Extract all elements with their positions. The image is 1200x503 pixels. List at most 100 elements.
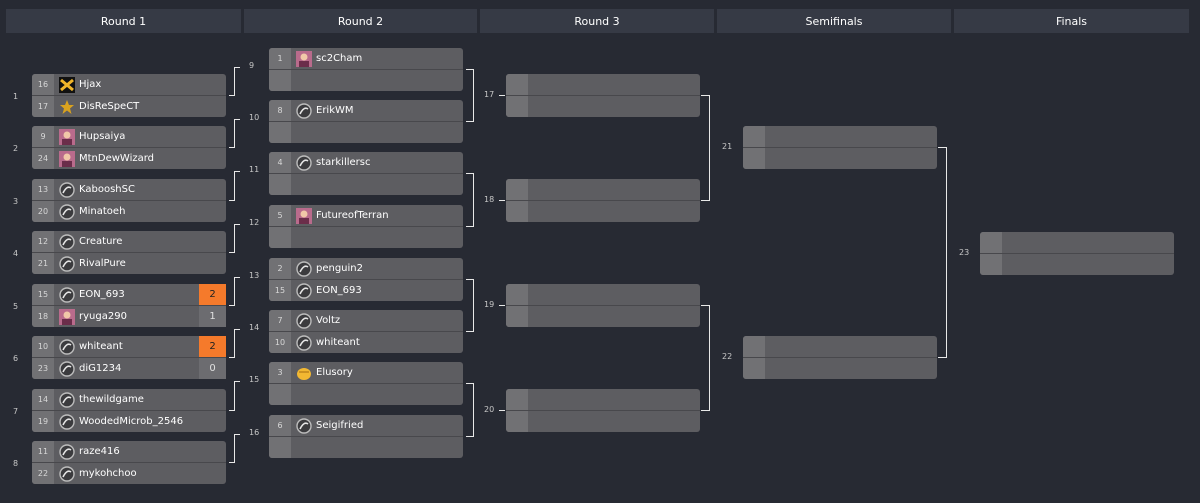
player-slot[interactable] bbox=[506, 306, 700, 327]
player-name[interactable]: Minatoeh bbox=[79, 206, 126, 217]
player-name[interactable]: sc2Cham bbox=[316, 53, 363, 64]
player-slot[interactable] bbox=[743, 148, 937, 169]
player-slot[interactable] bbox=[743, 336, 937, 358]
player-name[interactable]: ryuga290 bbox=[79, 311, 127, 322]
player-slot[interactable] bbox=[269, 227, 463, 248]
player-slot[interactable] bbox=[506, 284, 700, 306]
player-name[interactable]: Seigifried bbox=[316, 420, 364, 431]
player-name[interactable]: diG1234 bbox=[79, 363, 122, 374]
round-header[interactable]: Round 3 bbox=[480, 9, 714, 33]
player-name[interactable]: whiteant bbox=[316, 337, 360, 348]
player-slot[interactable] bbox=[743, 126, 937, 148]
player-name[interactable]: whiteant bbox=[79, 341, 123, 352]
player-name[interactable]: Creature bbox=[79, 236, 123, 247]
player-slot[interactable] bbox=[980, 254, 1174, 275]
player-slot[interactable] bbox=[269, 70, 463, 91]
player-name[interactable]: FutureofTerran bbox=[316, 210, 389, 221]
match-box[interactable] bbox=[743, 336, 937, 379]
match-box[interactable] bbox=[980, 232, 1174, 275]
player-name[interactable]: thewildgame bbox=[79, 394, 144, 405]
player-name[interactable]: DisReSpeCT bbox=[79, 101, 140, 112]
match-box[interactable] bbox=[506, 74, 700, 117]
match-box[interactable] bbox=[506, 284, 700, 327]
player-name[interactable]: penguin2 bbox=[316, 263, 364, 274]
player-name[interactable]: ErikWM bbox=[316, 105, 354, 116]
player-slot[interactable] bbox=[269, 122, 463, 143]
player-name[interactable]: KabooshSC bbox=[79, 184, 135, 195]
player-name[interactable]: EON_693 bbox=[316, 285, 362, 296]
player-name[interactable]: mykohchoo bbox=[79, 468, 137, 479]
match-box[interactable] bbox=[506, 389, 700, 432]
round-header[interactable]: Round 1 bbox=[6, 9, 241, 33]
player-name[interactable]: Voltz bbox=[316, 315, 341, 326]
player-name[interactable]: Hupsaiya bbox=[79, 131, 126, 142]
player-name[interactable]: starkillersc bbox=[316, 157, 371, 168]
player-slot[interactable] bbox=[506, 74, 700, 96]
player-slot[interactable] bbox=[269, 384, 463, 405]
player-name[interactable]: EON_693 bbox=[79, 289, 125, 300]
player-slot[interactable] bbox=[506, 389, 700, 411]
player-slot[interactable] bbox=[269, 174, 463, 195]
round-header[interactable]: Round 2 bbox=[244, 9, 477, 33]
player-name[interactable]: raze416 bbox=[79, 446, 120, 457]
player-slot[interactable] bbox=[743, 358, 937, 379]
player-slot[interactable] bbox=[506, 96, 700, 117]
player-slot[interactable] bbox=[506, 201, 700, 222]
round-header[interactable]: Semifinals bbox=[717, 9, 951, 33]
player-name[interactable]: Hjax bbox=[79, 79, 102, 90]
match-box[interactable] bbox=[743, 126, 937, 169]
player-name[interactable]: Elusory bbox=[316, 367, 353, 378]
match-box[interactable] bbox=[506, 179, 700, 222]
player-slot[interactable] bbox=[506, 411, 700, 432]
player-slot[interactable] bbox=[506, 179, 700, 201]
player-name[interactable]: MtnDewWizard bbox=[79, 153, 155, 164]
round-header[interactable]: Finals bbox=[954, 9, 1189, 33]
player-name[interactable]: WoodedMicrob_2546 bbox=[79, 416, 184, 427]
player-name[interactable]: RivalPure bbox=[79, 258, 126, 269]
player-slot[interactable] bbox=[980, 232, 1174, 254]
player-slot[interactable] bbox=[269, 437, 463, 458]
